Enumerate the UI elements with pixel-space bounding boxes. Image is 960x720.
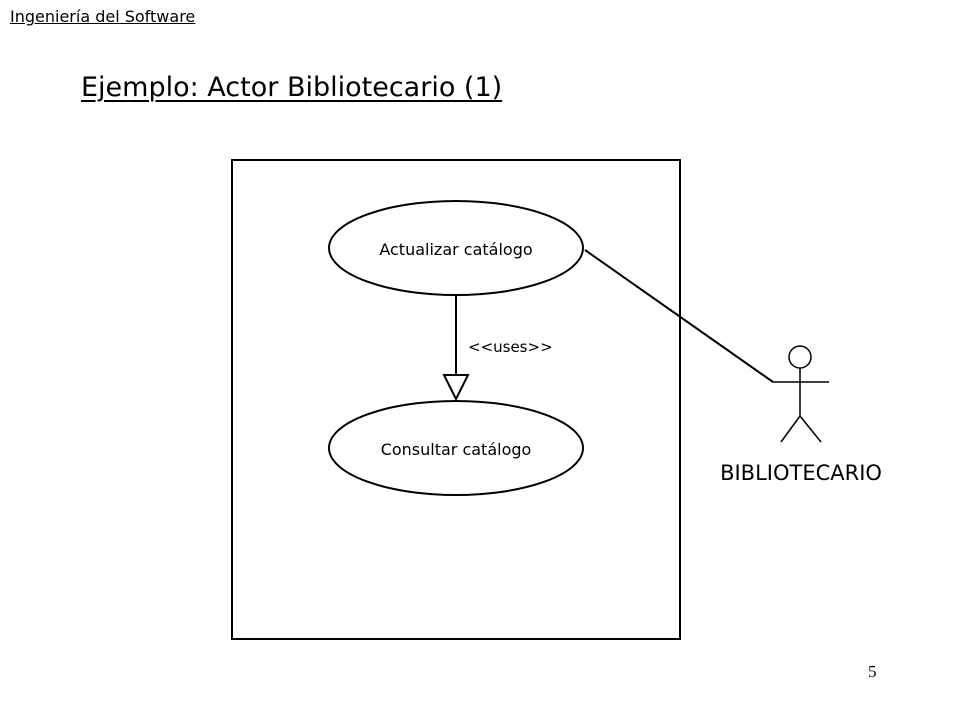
use-case-consultar-catalogo: Consultar catálogo	[328, 400, 584, 496]
actor-right-leg	[799, 415, 822, 443]
uses-relationship: <<uses>>	[442, 295, 553, 402]
actor-stick-figure	[773, 345, 829, 443]
page-number: 5	[868, 662, 877, 681]
course-header: Ingeniería del Software	[10, 7, 196, 26]
actor-association-line	[584, 249, 774, 383]
system-boundary	[231, 159, 681, 640]
use-case-label: Consultar catálogo	[381, 440, 532, 459]
actor-name: BIBLIOTECARIO	[720, 461, 882, 485]
slide-title: Ejemplo: Actor Bibliotecario (1)	[81, 72, 503, 103]
use-case-label: Actualizar catálogo	[379, 240, 532, 259]
actor-left-leg	[780, 415, 801, 443]
hollow-triangle-arrowhead	[442, 374, 470, 402]
actor-head	[788, 345, 812, 369]
uses-stereotype-label: <<uses>>	[468, 338, 553, 356]
use-case-actualizar-catalogo: Actualizar catálogo	[328, 200, 584, 296]
